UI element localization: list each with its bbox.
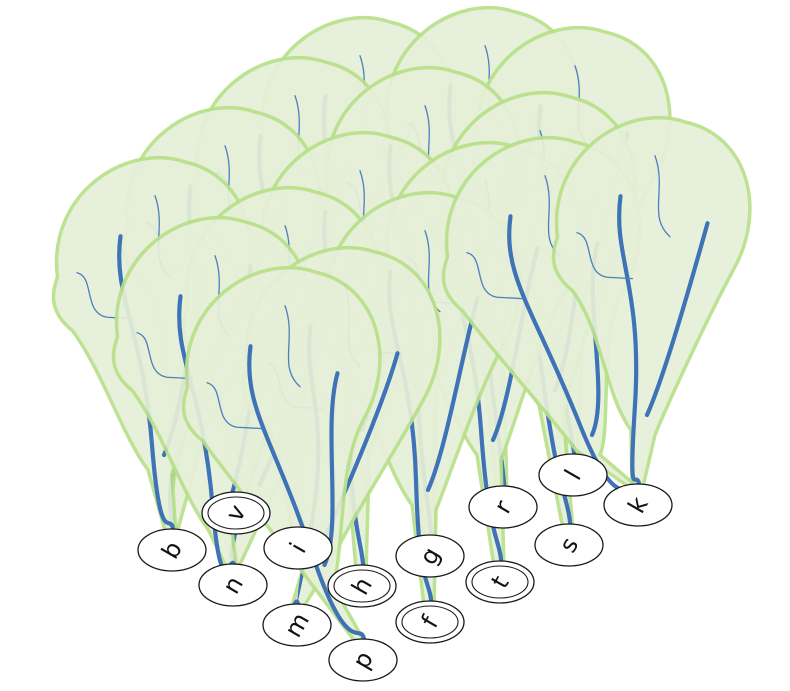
node-g: g (396, 535, 464, 577)
node-k: k (604, 484, 672, 526)
node-l: l (539, 454, 607, 496)
node-v: v (202, 492, 270, 534)
node-i: i (264, 527, 332, 569)
node-n: n (199, 564, 267, 606)
node-h: h (328, 565, 396, 607)
node-s: s (535, 524, 603, 566)
node-f: f (396, 601, 464, 643)
node-t: t (466, 561, 534, 603)
node-r: r (469, 486, 537, 528)
node-b: b (138, 529, 206, 571)
node-m: m (263, 604, 331, 646)
node-p: p (329, 639, 397, 681)
